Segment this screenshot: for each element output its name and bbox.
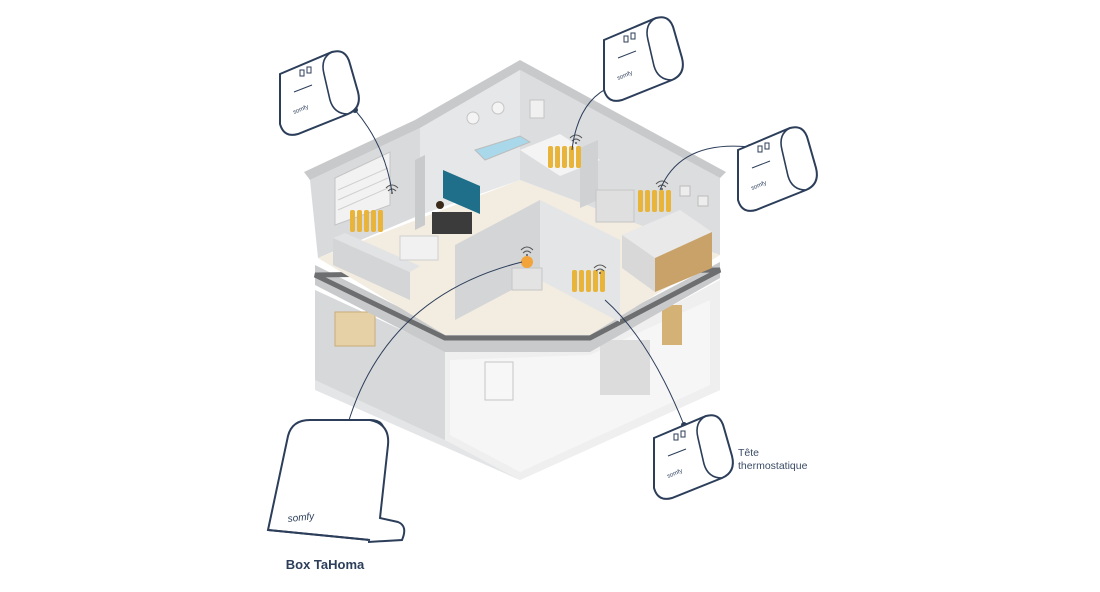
brand-logo: somfy: [287, 511, 316, 525]
thermostatic-head-icon: [603, 16, 684, 102]
hub-label: Box TaHoma: [285, 557, 365, 572]
thermostatic-head-icon: [737, 126, 818, 212]
thermostatic-head-label: Tête thermostatique: [738, 447, 848, 473]
thermostatic-head-label-line2: thermostatique: [738, 460, 808, 472]
thermostatic-head-icon: [653, 414, 734, 500]
house-cutaway: [304, 60, 726, 480]
thermostatic-head-label-line1: Tête: [738, 447, 760, 459]
thermostatic-head-icon: [279, 50, 360, 136]
tahoma-box-icon: somfy: [266, 419, 406, 543]
